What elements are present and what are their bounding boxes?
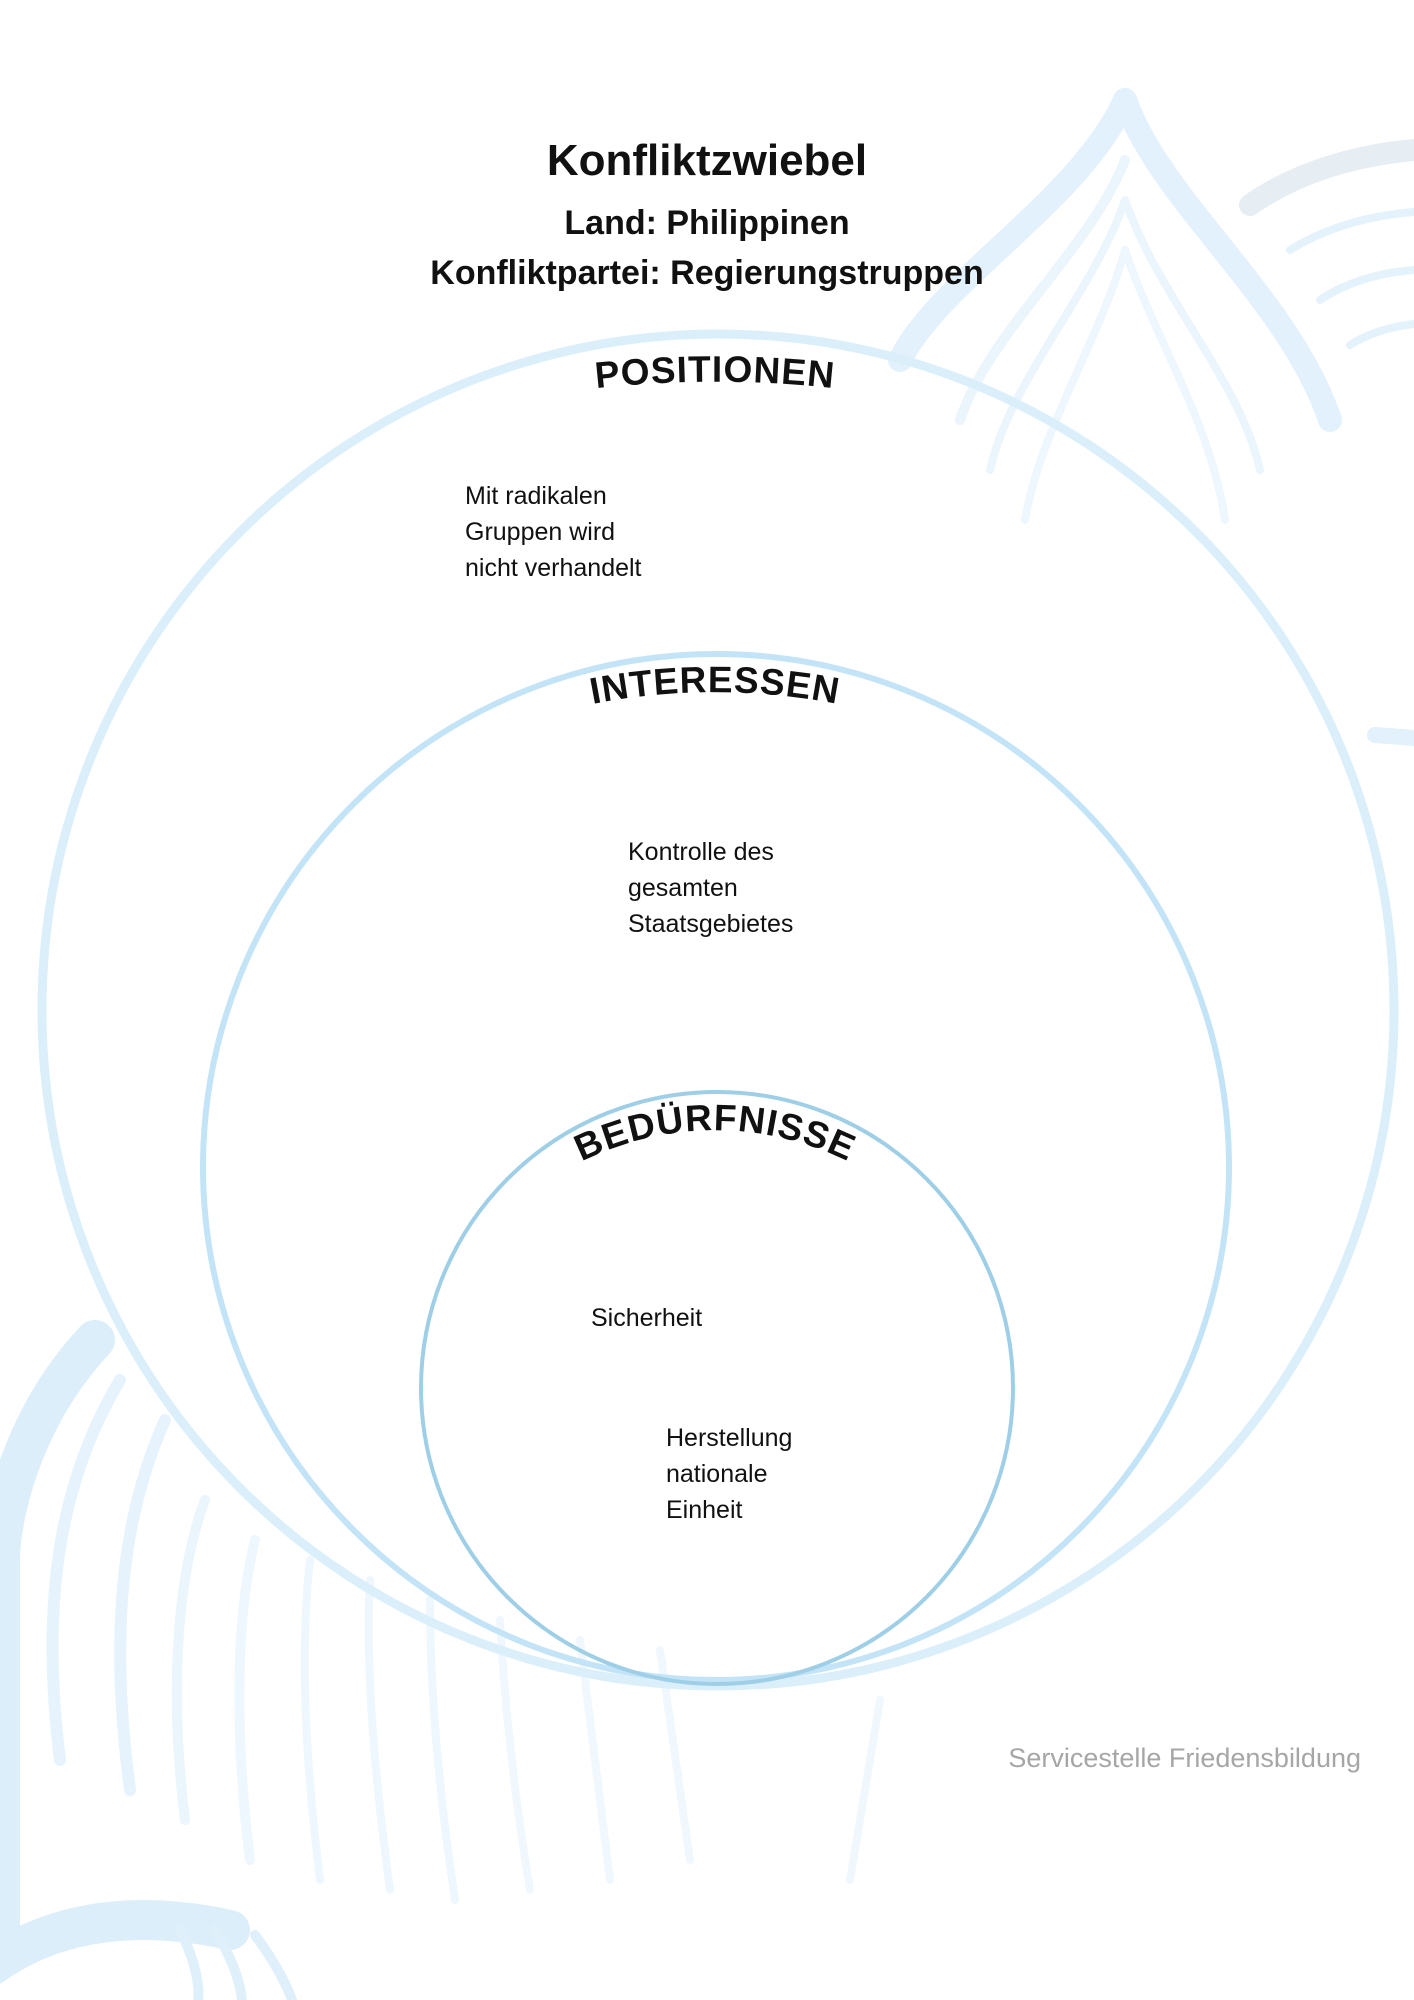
positionen-entry: Mit radikalen Gruppen wird nicht verhand… [465, 482, 642, 582]
beduerfnisse-ring [419, 1090, 1015, 1686]
beduerfnisse-entry: Herstellung nationale Einheit [666, 1424, 793, 1524]
interessen-entry: Kontrolle des gesamten Staatsgebietes [628, 838, 794, 938]
footer-credit: Servicestelle Friedensbildung [1008, 1743, 1361, 1773]
conflict-party-line: Konfliktpartei: Regierungstruppen [430, 254, 984, 292]
positionen-label: POSITIONEN [593, 349, 837, 396]
onion-watermark-illustration [0, 88, 1414, 2000]
beduerfnisse-entry: Sicherheit [591, 1304, 703, 1332]
positionen-ring [37, 329, 1399, 1691]
interessen-label: INTERESSEN [586, 659, 843, 712]
page-title: Konfliktzwiebel [546, 136, 868, 185]
interessen-ring [200, 651, 1232, 1683]
country-line: Land: Philippinen [564, 204, 850, 242]
